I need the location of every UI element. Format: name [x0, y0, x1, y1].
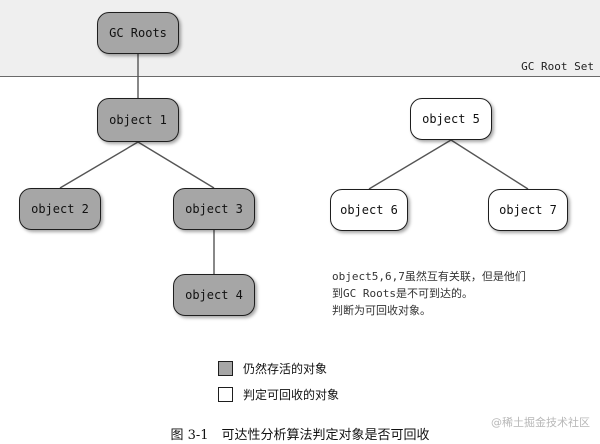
legend-item-alive: 仍然存活的对象	[218, 358, 327, 378]
edge-object1-object2	[59, 141, 139, 189]
unreachable-note: object5,6,7虽然互有关联，但是他们 到GC Roots是不可到达的。 …	[332, 268, 600, 319]
edge-object5-object6	[368, 139, 452, 190]
note-line: 判断为可回收对象。	[332, 304, 431, 317]
node-object-4: object 4	[173, 274, 255, 316]
legend-label-collectable: 判定可回收的对象	[243, 387, 340, 402]
node-object-7: object 7	[488, 189, 568, 231]
node-object-5: object 5	[410, 98, 492, 140]
edge-object5-object7	[450, 139, 529, 190]
note-line: 到GC Roots是不可到达的。	[332, 287, 473, 300]
figure-caption: 图 3-1 可达性分析算法判定对象是否可回收	[170, 428, 430, 443]
edge-object1-object3	[137, 141, 215, 189]
node-object-2: object 2	[19, 188, 101, 230]
legend-item-collectable: 判定可回收的对象	[218, 384, 339, 404]
node-object-6: object 6	[330, 189, 408, 231]
watermark: @稀土掘金技术社区	[491, 416, 590, 429]
legend-label-alive: 仍然存活的对象	[243, 361, 328, 376]
gc-root-set-label: GC Root Set	[521, 60, 594, 73]
node-gc-roots: GC Roots	[97, 12, 179, 54]
node-object-1: object 1	[97, 98, 179, 142]
legend-swatch-alive	[218, 360, 233, 376]
node-object-3: object 3	[173, 188, 255, 230]
legend-swatch-collectable	[218, 386, 233, 402]
note-line: object5,6,7虽然互有关联，但是他们	[332, 270, 526, 283]
